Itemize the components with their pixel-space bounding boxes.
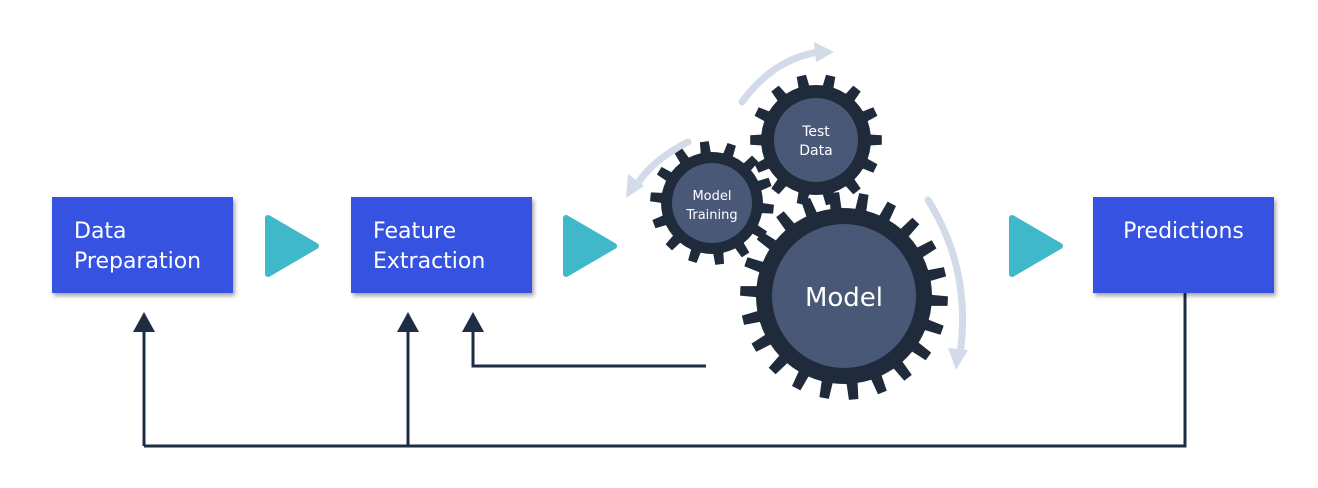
feature-extraction-box: Feature Extraction [351, 197, 532, 293]
predictions-label: Predictions [1123, 219, 1244, 244]
cycle-arc-right [924, 196, 967, 359]
predictions-box: Predictions [1093, 197, 1274, 293]
cycle-arrowhead-right [948, 348, 968, 370]
feature-extraction-label-2: Extraction [373, 249, 486, 274]
gear-model-training-inner [672, 163, 752, 243]
gear-model-training-label-2: Training [685, 208, 737, 223]
cycle-arrows [632, 48, 967, 359]
cycle-arrowhead-left [626, 174, 644, 198]
up-arrowhead-feature-b [462, 312, 484, 332]
gear-test-data: Test Data [750, 74, 882, 206]
feature-extraction-label-1: Feature [373, 219, 457, 244]
flow-arrow-2 [563, 215, 617, 277]
feedback-line-from-model [471, 328, 706, 368]
data-preparation-box: Data Preparation [52, 197, 233, 293]
gear-model-inner [772, 224, 916, 368]
gear-model-label: Model [805, 283, 883, 313]
gear-model-training-label-1: Model [692, 189, 731, 204]
gear-test-data-label-2: Data [799, 143, 832, 159]
cycle-arc-top [738, 48, 822, 106]
flow-arrow-1 [265, 215, 319, 277]
data-preparation-label-1: Data [74, 219, 127, 244]
feedback-line-bottom [144, 293, 1187, 448]
flow-arrow-3 [1009, 215, 1063, 277]
gear-test-data-inner [774, 98, 858, 182]
gear-test-data-label-1: Test [801, 124, 830, 140]
gear-model-training: Model Training [650, 141, 774, 265]
data-preparation-label-2: Preparation [74, 249, 202, 274]
cycle-arc-left [632, 138, 692, 190]
up-arrowhead-data-prep [133, 312, 155, 332]
up-arrowhead-feature-a [397, 312, 419, 332]
gear-model: Model [740, 192, 948, 400]
cycle-arrowhead-top [814, 42, 834, 62]
